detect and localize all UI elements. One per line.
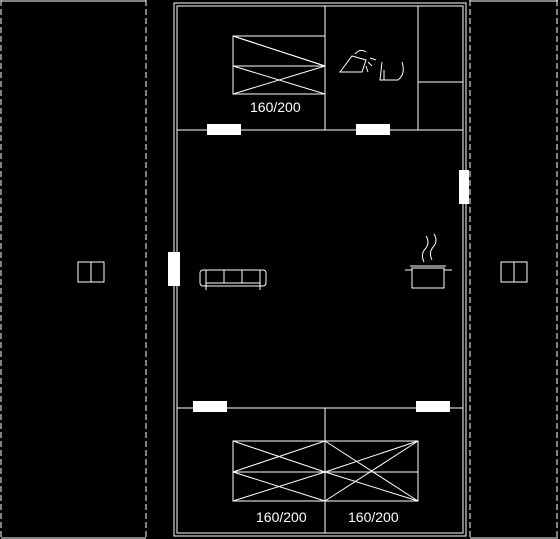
bed-bottom-left-label: 160/200	[256, 509, 307, 525]
bed-top	[233, 36, 325, 94]
porch-marker-right	[501, 262, 527, 282]
bed-bottom-right	[325, 441, 418, 501]
right-terrace	[470, 0, 558, 539]
bed-top-label: 160/200	[250, 99, 301, 115]
bed-bottom-right-label: 160/200	[348, 509, 399, 525]
shower-icon	[340, 50, 403, 80]
bed-bottom-left	[233, 441, 325, 501]
door-bottom-left	[193, 401, 227, 412]
door-right	[459, 170, 469, 204]
sofa-icon	[200, 270, 266, 290]
porch-marker-left	[78, 262, 104, 282]
left-terrace	[1, 0, 146, 539]
door-left	[168, 252, 180, 286]
door-top-right	[356, 124, 390, 135]
door-top-left	[207, 124, 241, 135]
cooking-pot-icon	[405, 234, 452, 288]
door-bottom-right	[416, 401, 450, 412]
